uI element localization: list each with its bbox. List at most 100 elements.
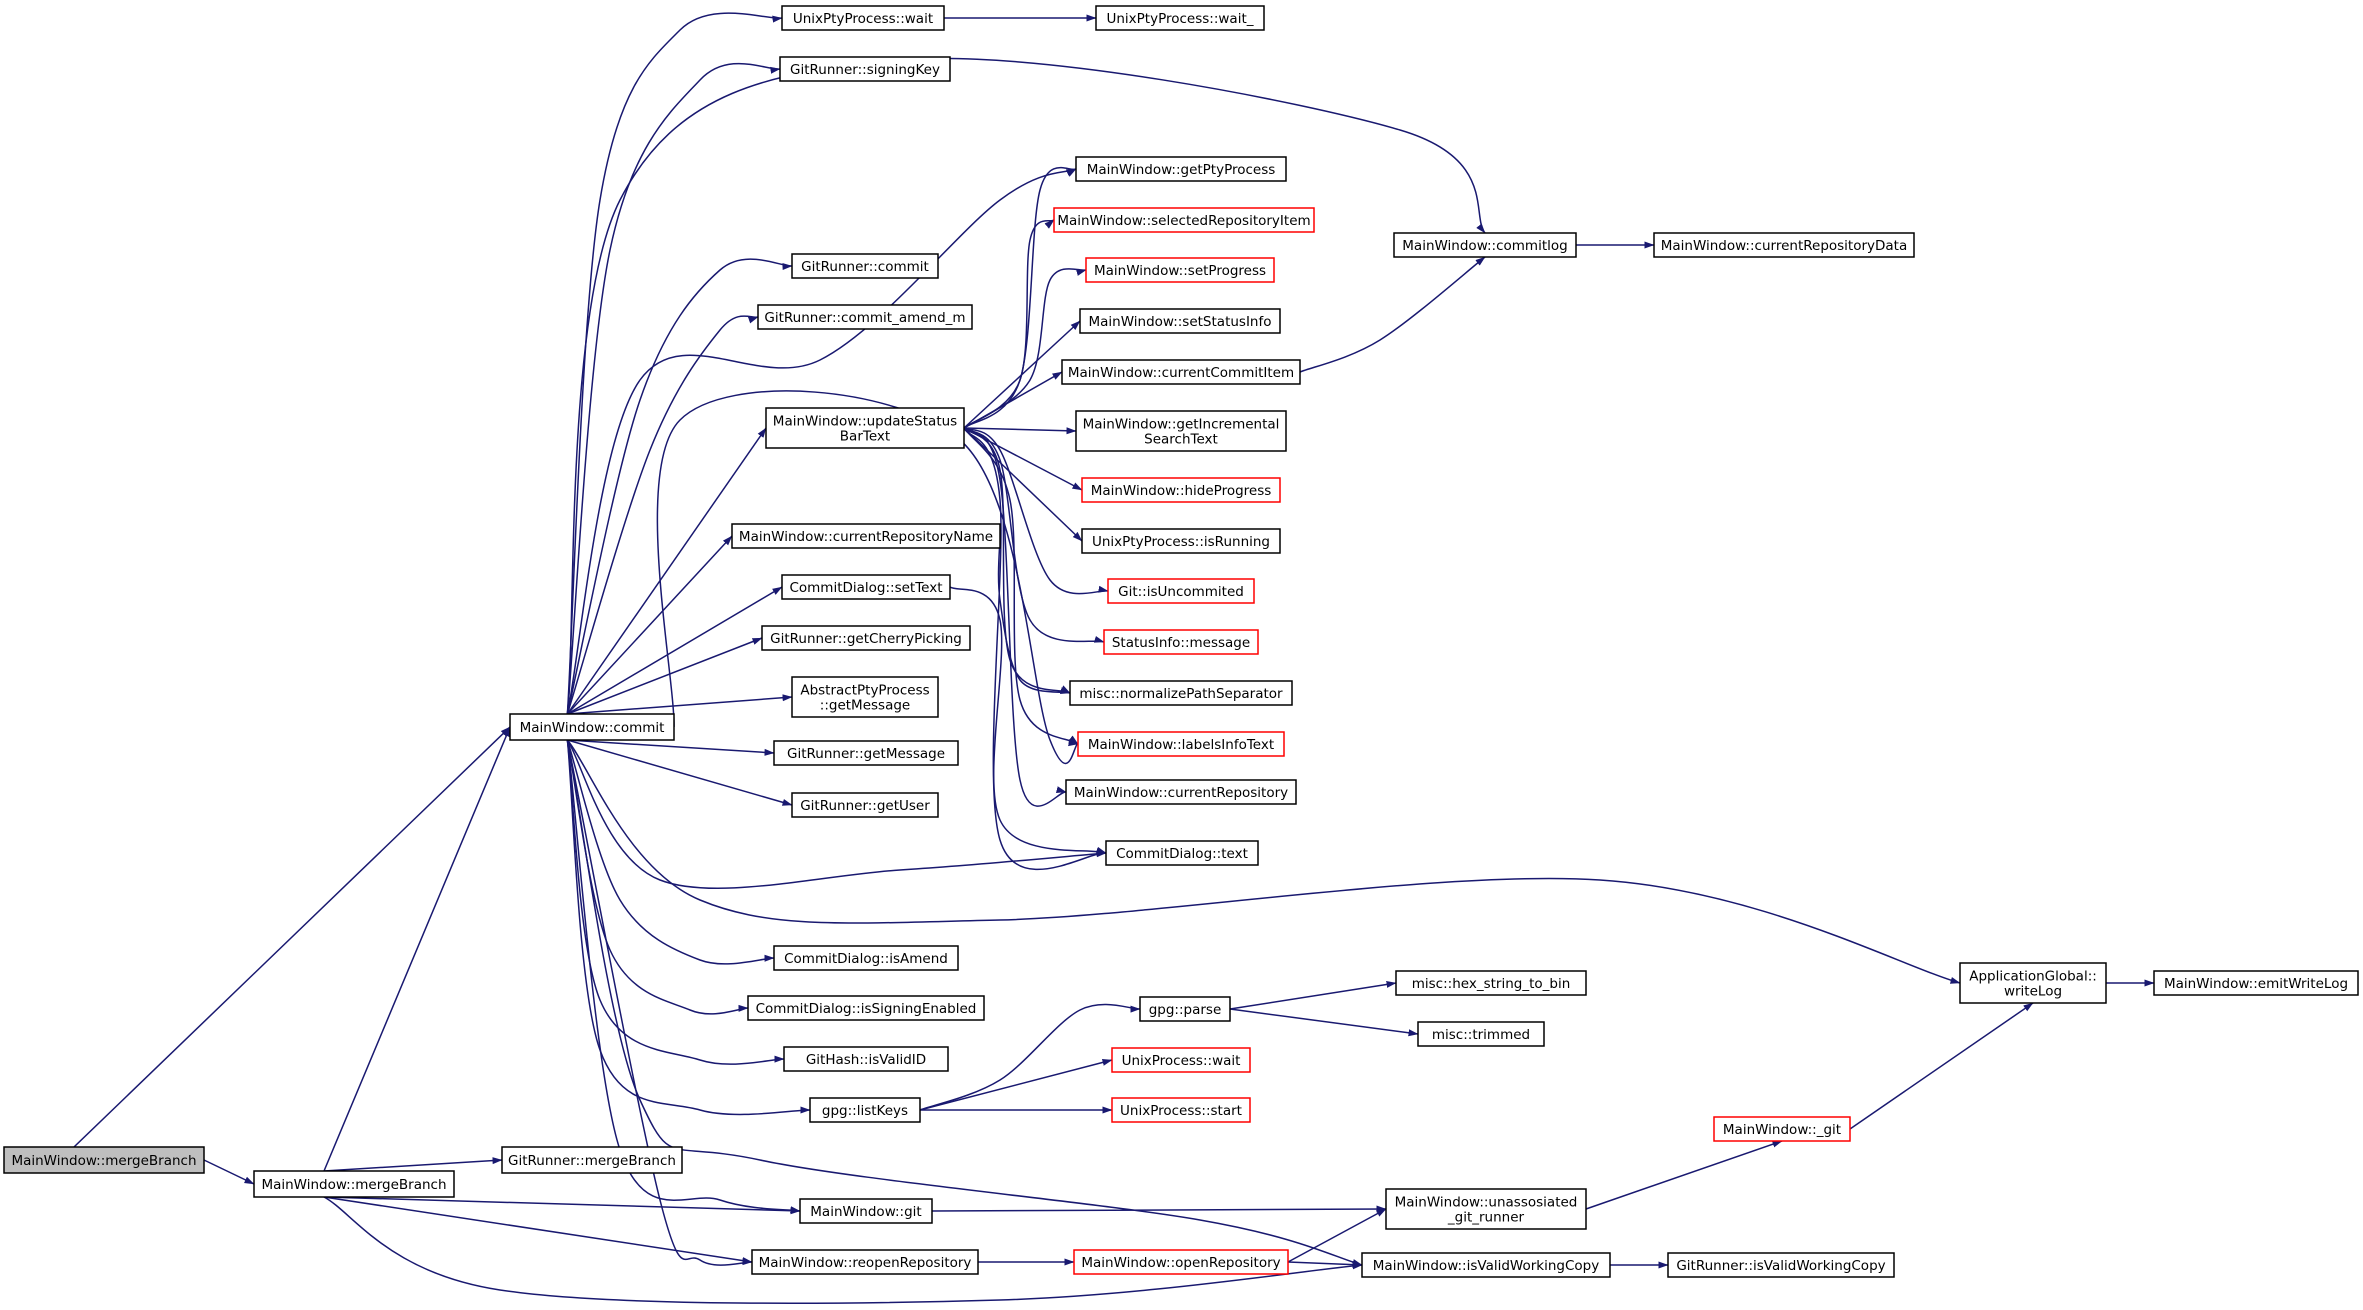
node-box[interactable]: [1393, 232, 1577, 258]
node-getPtyProcess[interactable]: MainWindow::getPtyProcess: [1075, 156, 1287, 182]
node-box[interactable]: [1081, 477, 1281, 503]
node-box[interactable]: [773, 740, 959, 766]
node-box[interactable]: [2153, 970, 2359, 996]
node-unixProcessWait[interactable]: UnixProcess::wait: [1111, 1047, 1251, 1073]
node-box[interactable]: [751, 1249, 979, 1275]
node-isValidWorkingCopy[interactable]: MainWindow::isValidWorkingCopy: [1361, 1252, 1611, 1278]
node-reopenRepository[interactable]: MainWindow::reopenRepository: [751, 1249, 979, 1275]
node-emitWriteLog[interactable]: MainWindow::emitWriteLog: [2153, 970, 2359, 996]
node-ptyWaitUnderscore[interactable]: UnixPtyProcess::wait_: [1095, 5, 1265, 31]
node-gitRunnerIsValidWorkingCopy[interactable]: GitRunner::isValidWorkingCopy: [1667, 1252, 1895, 1278]
node-box[interactable]: [1053, 207, 1315, 233]
node-gitRunnerCommit[interactable]: GitRunner::commit: [791, 253, 939, 279]
node-box[interactable]: [1361, 1252, 1611, 1278]
node-box[interactable]: [1105, 840, 1259, 866]
node-listKeys[interactable]: gpg::listKeys: [809, 1097, 921, 1123]
node-box[interactable]: [1077, 731, 1285, 757]
node-getCherryPicking[interactable]: GitRunner::getCherryPicking: [761, 625, 971, 651]
node-setStatusInfo[interactable]: MainWindow::setStatusInfo: [1079, 308, 1281, 334]
node-box[interactable]: [1111, 1097, 1251, 1123]
node-isUncommited[interactable]: Git::isUncommited: [1107, 578, 1255, 604]
node-box[interactable]: [1079, 308, 1281, 334]
node-box[interactable]: [1667, 1252, 1895, 1278]
node-commit[interactable]: MainWindow::commit: [509, 713, 675, 741]
node-mwGit[interactable]: MainWindow::git: [799, 1198, 933, 1224]
node-commitAmend[interactable]: GitRunner::commit_amend_m: [757, 304, 973, 330]
node-hexStringToBin[interactable]: misc::hex_string_to_bin: [1395, 970, 1587, 996]
node-box[interactable]: [1069, 680, 1293, 706]
node-box[interactable]: [509, 713, 675, 741]
node-unassosiatedGitRunner[interactable]: MainWindow::unassosiated_git_runner: [1385, 1188, 1587, 1230]
node-box[interactable]: [799, 1198, 933, 1224]
node-box[interactable]: [1417, 1021, 1545, 1047]
node-box[interactable]: [1085, 257, 1275, 283]
node-box[interactable]: [779, 56, 951, 82]
node-box[interactable]: [1111, 1047, 1251, 1073]
node-box[interactable]: [747, 995, 985, 1021]
node-box[interactable]: [773, 945, 959, 971]
node-box[interactable]: [1653, 232, 1915, 258]
node-commitDialogText[interactable]: CommitDialog::text: [1105, 840, 1259, 866]
node-gitRunnerMergeBranch[interactable]: GitRunner::mergeBranch: [501, 1146, 683, 1174]
node-box[interactable]: [783, 1046, 949, 1072]
node-box[interactable]: [765, 407, 965, 449]
node-openRepository[interactable]: MainWindow::openRepository: [1073, 1249, 1289, 1275]
node-gpgParse[interactable]: gpg::parse: [1139, 996, 1231, 1022]
node-box[interactable]: [1713, 1116, 1851, 1142]
node-getUser[interactable]: GitRunner::getUser: [791, 792, 939, 818]
node-setText[interactable]: CommitDialog::setText: [781, 574, 951, 600]
node-isValidID[interactable]: GitHash::isValidID: [783, 1046, 949, 1072]
node-labelsInfoText[interactable]: MainWindow::labelsInfoText: [1077, 731, 1285, 757]
node-box[interactable]: [791, 792, 939, 818]
node-writeLog[interactable]: ApplicationGlobal::writeLog: [1959, 962, 2107, 1004]
node-box[interactable]: [1061, 359, 1301, 385]
node-currentRepositoryData[interactable]: MainWindow::currentRepositoryData: [1653, 232, 1915, 258]
node-signingKey[interactable]: GitRunner::signingKey: [779, 56, 951, 82]
node-box[interactable]: [757, 304, 973, 330]
node-box[interactable]: [761, 625, 971, 651]
node-gitRunnerGetMessage[interactable]: GitRunner::getMessage: [773, 740, 959, 766]
node-box[interactable]: [781, 5, 945, 31]
node-box[interactable]: [791, 676, 939, 718]
node-box[interactable]: [1139, 996, 1231, 1022]
node-box[interactable]: [501, 1146, 683, 1174]
node-box[interactable]: [1081, 528, 1281, 554]
node-isSigningEnabled[interactable]: CommitDialog::isSigningEnabled: [747, 995, 985, 1021]
node-currentRepository[interactable]: MainWindow::currentRepository: [1065, 779, 1297, 805]
node-box[interactable]: [1095, 5, 1265, 31]
node-root[interactable]: MainWindow::mergeBranch: [3, 1146, 205, 1174]
node-box[interactable]: [1075, 156, 1287, 182]
node-box[interactable]: [1107, 578, 1255, 604]
node-trimmed[interactable]: misc::trimmed: [1417, 1021, 1545, 1047]
node-mergeBranch2[interactable]: MainWindow::mergeBranch: [253, 1170, 455, 1198]
node-isRunning[interactable]: UnixPtyProcess::isRunning: [1081, 528, 1281, 554]
node-ptyWait[interactable]: UnixPtyProcess::wait: [781, 5, 945, 31]
node-statusInfoMessage[interactable]: StatusInfo::message: [1103, 629, 1259, 655]
node-box[interactable]: [809, 1097, 921, 1123]
node-selectedRepositoryItem[interactable]: MainWindow::selectedRepositoryItem: [1053, 207, 1315, 233]
node-box[interactable]: [1395, 970, 1587, 996]
node-hideProgress[interactable]: MainWindow::hideProgress: [1081, 477, 1281, 503]
node-currentRepositoryName[interactable]: MainWindow::currentRepositoryName: [731, 523, 1001, 549]
node-box[interactable]: [731, 523, 1001, 549]
node-box[interactable]: [791, 253, 939, 279]
node-currentCommitItem[interactable]: MainWindow::currentCommitItem: [1061, 359, 1301, 385]
node-box[interactable]: [3, 1146, 205, 1174]
node-box[interactable]: [253, 1170, 455, 1198]
node-unixProcessStart[interactable]: UnixProcess::start: [1111, 1097, 1251, 1123]
node-mwUnderscoreGit[interactable]: MainWindow::_git: [1713, 1116, 1851, 1142]
node-setProgress[interactable]: MainWindow::setProgress: [1085, 257, 1275, 283]
node-normalizePathSeparator[interactable]: misc::normalizePathSeparator: [1069, 680, 1293, 706]
node-abstractGetMessage[interactable]: AbstractPtyProcess::getMessage: [791, 676, 939, 718]
node-box[interactable]: [1385, 1188, 1587, 1230]
node-box[interactable]: [1065, 779, 1297, 805]
node-isAmend[interactable]: CommitDialog::isAmend: [773, 945, 959, 971]
node-box[interactable]: [1103, 629, 1259, 655]
node-box[interactable]: [781, 574, 951, 600]
node-commitlog[interactable]: MainWindow::commitlog: [1393, 232, 1577, 258]
node-box[interactable]: [1075, 410, 1287, 452]
node-box[interactable]: [1959, 962, 2107, 1004]
node-box[interactable]: [1073, 1249, 1289, 1275]
